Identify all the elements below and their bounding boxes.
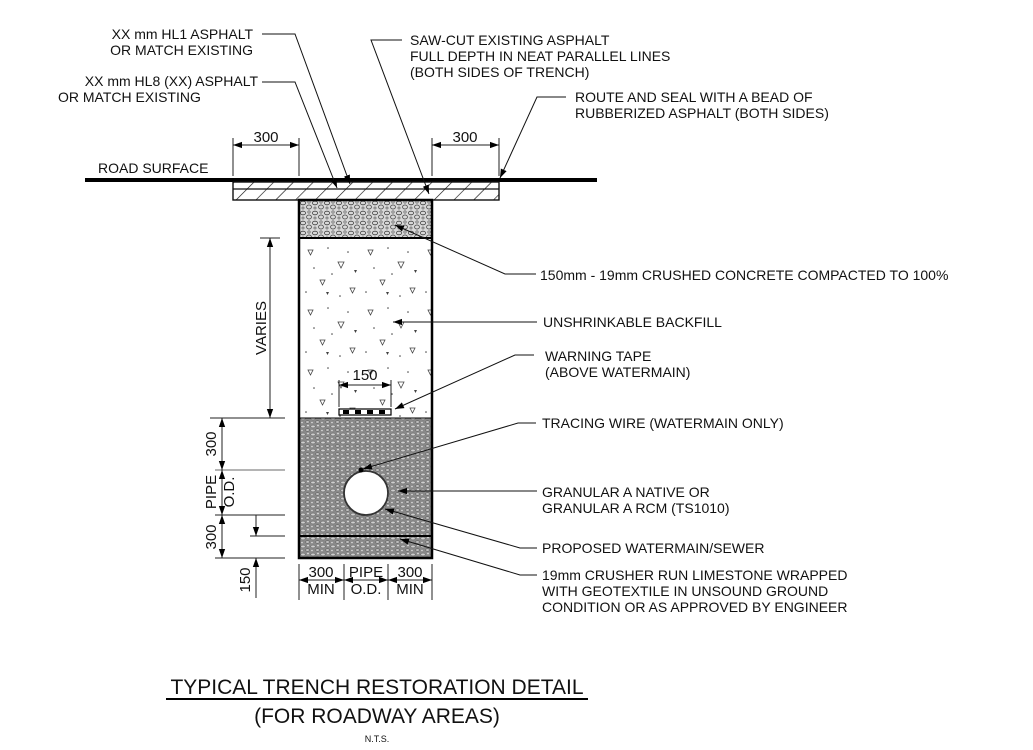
callout-proposed-pipe: PROPOSED WATERMAIN/SEWER xyxy=(384,508,764,556)
varies-dimension: VARIES xyxy=(253,301,270,355)
callout-crushed-concrete: 150mm - 19mm CRUSHED CONCRETE COMPACTED … xyxy=(394,224,948,283)
bottom-mid-dimension-od: O.D. xyxy=(351,581,382,598)
callout-tracing-wire: TRACING WIRE (WATERMAIN ONLY) xyxy=(362,415,784,470)
pipe-od-dimension-line2: O.D. xyxy=(221,477,238,508)
svg-text:SAW-CUT EXISTING ASPHALT: SAW-CUT EXISTING ASPHALT xyxy=(410,32,610,48)
pipe-od-dimension-line1: PIPE xyxy=(203,475,220,509)
pipe xyxy=(343,470,389,516)
bedding-layer xyxy=(299,536,432,558)
tracing-wire xyxy=(358,467,364,473)
callout-warning-tape: WARNING TAPE (ABOVE WATERMAIN) xyxy=(394,348,690,410)
svg-text:GRANULAR A RCM (TS1010): GRANULAR A RCM (TS1010) xyxy=(542,500,730,516)
svg-text:CONDITION OR AS APPROVED BY EN: CONDITION OR AS APPROVED BY ENGINEER xyxy=(542,599,847,615)
svg-text:TRACING WIRE (WATERMAIN ONLY): TRACING WIRE (WATERMAIN ONLY) xyxy=(542,415,784,431)
bottom-right-dimension-min: MIN xyxy=(396,581,424,598)
svg-text:150mm - 19mm CRUSHED CONCRETE: 150mm - 19mm CRUSHED CONCRETE COMPACTED … xyxy=(540,267,948,283)
callout-saw-cut: SAW-CUT EXISTING ASPHALT FULL DEPTH IN N… xyxy=(370,32,670,195)
callout-bedding: 19mm CRUSHER RUN LIMESTONE WRAPPED WITH … xyxy=(399,538,847,615)
svg-text:OR MATCH EXISTING: OR MATCH EXISTING xyxy=(58,89,201,105)
svg-text:GRANULAR A NATIVE OR: GRANULAR A NATIVE OR xyxy=(542,484,710,500)
svg-text:WARNING TAPE: WARNING TAPE xyxy=(545,348,651,364)
drawing-title: TYPICAL TRENCH RESTORATION DETAIL xyxy=(170,676,583,699)
left-overlap-dimension: 300 xyxy=(253,129,278,146)
asphalt-layers xyxy=(232,181,500,201)
bottom-mid-dimension: PIPE xyxy=(349,564,383,581)
svg-text:UNSHRINKABLE BACKFILL: UNSHRINKABLE BACKFILL xyxy=(543,314,722,330)
svg-text:XX mm HL1 ASPHALT: XX mm HL1 ASPHALT xyxy=(112,26,254,42)
callout-unshrinkable-backfill: UNSHRINKABLE BACKFILL xyxy=(393,314,722,330)
svg-text:ROUTE AND SEAL WITH A BEAD OF: ROUTE AND SEAL WITH A BEAD OF xyxy=(575,89,813,105)
warning-tape xyxy=(338,408,392,416)
callout-hl1-asphalt: XX mm HL1 ASPHALT OR MATCH EXISTING xyxy=(110,26,351,185)
above-pipe-dimension: 300 xyxy=(203,431,220,456)
tape-width-dimension: 150 xyxy=(352,367,377,384)
svg-text:(ABOVE WATERMAIN): (ABOVE WATERMAIN) xyxy=(545,364,690,380)
svg-text:WITH GEOTEXTILE IN UNSOUND GRO: WITH GEOTEXTILE IN UNSOUND GROUND xyxy=(542,583,828,599)
unshrinkable-backfill-layer xyxy=(299,238,432,418)
bedding-dimension: 150 xyxy=(237,567,254,592)
callout-hl8-asphalt: XX mm HL8 (XX) ASPHALT OR MATCH EXISTING xyxy=(58,73,338,189)
svg-text:19mm CRUSHER RUN LIMESTONE WRA: 19mm CRUSHER RUN LIMESTONE WRAPPED xyxy=(542,567,847,583)
callout-route-seal: ROUTE AND SEAL WITH A BEAD OF RUBBERIZED… xyxy=(499,89,829,179)
road-surface-label: ROAD SURFACE xyxy=(98,160,208,176)
svg-text:(BOTH SIDES OF TRENCH): (BOTH SIDES OF TRENCH) xyxy=(410,64,589,80)
bottom-right-dimension: 300 xyxy=(397,564,422,581)
svg-text:OR MATCH EXISTING: OR MATCH EXISTING xyxy=(110,42,253,58)
svg-text:PROPOSED WATERMAIN/SEWER: PROPOSED WATERMAIN/SEWER xyxy=(542,540,764,556)
bottom-left-dimension-min: MIN xyxy=(307,581,335,598)
svg-text:XX mm HL8 (XX) ASPHALT: XX mm HL8 (XX) ASPHALT xyxy=(85,73,259,89)
svg-text:RUBBERIZED ASPHALT (BOTH SIDES: RUBBERIZED ASPHALT (BOTH SIDES) xyxy=(575,105,829,121)
svg-text:FULL DEPTH IN NEAT PARALLEL LI: FULL DEPTH IN NEAT PARALLEL LINES xyxy=(410,48,670,64)
scale-note: N.T.S. xyxy=(365,734,390,744)
drawing-subtitle: (FOR ROADWAY AREAS) xyxy=(254,705,500,728)
below-pipe-dimension: 300 xyxy=(203,524,220,549)
callout-granular-a: GRANULAR A NATIVE OR GRANULAR A RCM (TS1… xyxy=(398,484,730,516)
trench-outline xyxy=(297,198,434,560)
bottom-left-dimension: 300 xyxy=(308,564,333,581)
right-overlap-dimension: 300 xyxy=(452,129,477,146)
